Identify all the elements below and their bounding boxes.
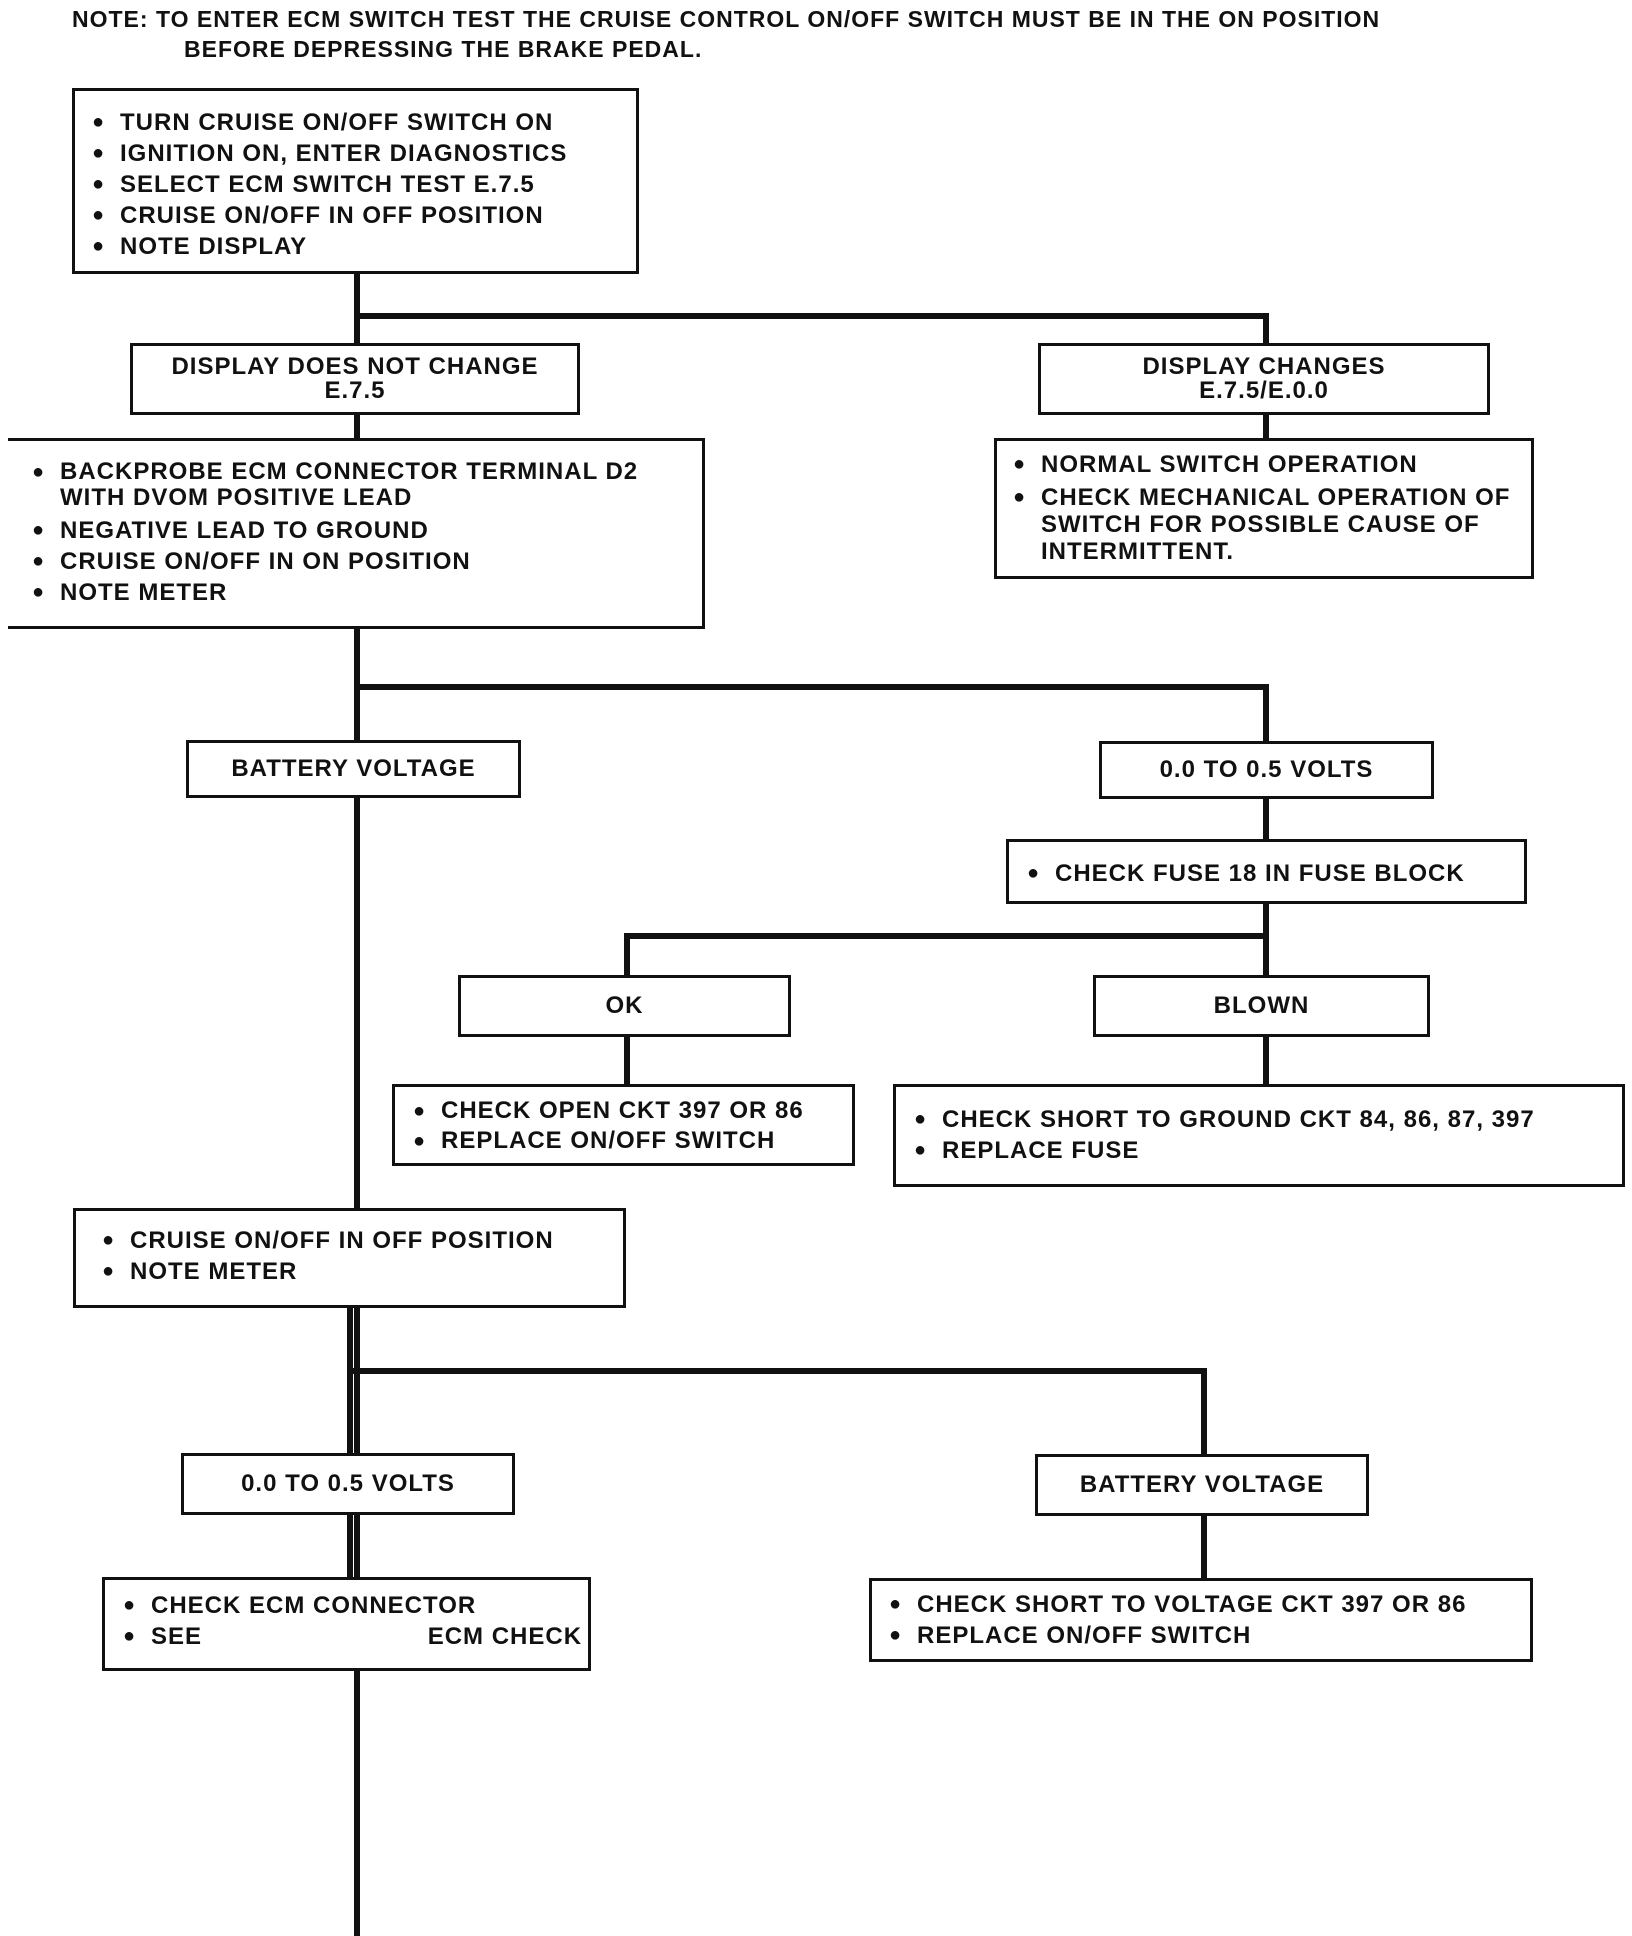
blown-box: BLOWN: [1093, 975, 1430, 1037]
connector: [347, 1368, 1207, 1374]
off-item: CRUISE ON/OFF IN OFF POSITION: [102, 1225, 623, 1256]
short-voltage-actions-box: CHECK SHORT TO VOLTAGE CKT 397 OR 86 REP…: [869, 1578, 1533, 1662]
connector: [354, 313, 1269, 319]
backprobe-item: NEGATIVE LEAD TO GROUND: [32, 515, 692, 546]
connector: [347, 1513, 353, 1583]
check-fuse-item: CHECK FUSE 18 IN FUSE BLOCK: [1027, 858, 1524, 889]
connector: [1263, 795, 1269, 840]
step-item: NOTE DISPLAY: [92, 231, 636, 262]
connector: [1263, 684, 1269, 744]
battery-voltage-box-1: BATTERY VOLTAGE: [186, 740, 521, 798]
connector: [624, 933, 1269, 939]
normal-item: CHECK MECHANICAL OPERATION OF SWITCH FOR…: [1013, 484, 1517, 565]
see-text: SEE: [151, 1623, 203, 1650]
low-volts-label-1: 0.0 TO 0.5 VOLTS: [1159, 756, 1374, 783]
start-steps-box: TURN CRUISE ON/OFF SWITCH ON IGNITION ON…: [72, 88, 639, 274]
backprobe-item: NOTE METER: [32, 577, 692, 608]
note-line-2: BEFORE DEPRESSING THE BRAKE PEDAL.: [184, 36, 703, 62]
connector: [1263, 900, 1269, 980]
display-no-change-line2: E.7.5: [324, 377, 386, 404]
short-voltage-item: CHECK SHORT TO VOLTAGE CKT 397 OR 86: [889, 1589, 1530, 1620]
blown-action-item: CHECK SHORT TO GROUND CKT 84, 86, 87, 39…: [914, 1104, 1622, 1135]
display-changes-line1: DISPLAY CHANGES: [1142, 353, 1386, 380]
connector: [354, 272, 360, 352]
low-volts-label-2: 0.0 TO 0.5 VOLTS: [241, 1470, 455, 1497]
display-no-change-line1: DISPLAY DOES NOT CHANGE: [171, 353, 539, 380]
ecm-check-reference: ECM CHECK: [427, 1623, 583, 1650]
ok-action-item: CHECK OPEN CKT 397 OR 86: [413, 1096, 852, 1126]
blown-label: BLOWN: [1213, 992, 1310, 1019]
blown-actions-box: CHECK SHORT TO GROUND CKT 84, 86, 87, 39…: [893, 1084, 1625, 1187]
connector: [354, 412, 360, 442]
connector: [1201, 1368, 1207, 1458]
display-changes-box: DISPLAY CHANGES E.7.5/E.0.0: [1038, 343, 1490, 415]
connector: [347, 1302, 353, 1457]
normal-item: NORMAL SWITCH OPERATION: [1013, 449, 1517, 480]
step-item: IGNITION ON, ENTER DIAGNOSTICS: [92, 138, 636, 169]
short-voltage-item: REPLACE ON/OFF SWITCH: [889, 1620, 1530, 1651]
step-item: TURN CRUISE ON/OFF SWITCH ON: [92, 107, 636, 138]
ok-label: OK: [605, 992, 644, 1019]
battery-voltage-label-1: BATTERY VOLTAGE: [231, 755, 476, 782]
backprobe-item: BACKPROBE ECM CONNECTOR TERMINAL D2 WITH…: [32, 459, 692, 511]
ecm-action-item: SEE ECM CHECK: [123, 1621, 588, 1652]
connector: [1263, 412, 1269, 442]
header-note: NOTE: TO ENTER ECM SWITCH TEST THE CRUIS…: [72, 4, 1612, 64]
check-fuse-box: CHECK FUSE 18 IN FUSE BLOCK: [1006, 839, 1527, 904]
ok-actions-box: CHECK OPEN CKT 397 OR 86 REPLACE ON/OFF …: [392, 1084, 855, 1166]
normal-operation-box: NORMAL SWITCH OPERATION CHECK MECHANICAL…: [994, 438, 1534, 579]
ok-box: OK: [458, 975, 791, 1037]
cruise-off-box: CRUISE ON/OFF IN OFF POSITION NOTE METER: [73, 1208, 626, 1308]
low-volts-box-2: 0.0 TO 0.5 VOLTS: [181, 1453, 515, 1515]
connector: [624, 933, 630, 978]
ecm-action-item: CHECK ECM CONNECTOR: [123, 1590, 588, 1621]
battery-voltage-box-2: BATTERY VOLTAGE: [1035, 1454, 1369, 1516]
off-item: NOTE METER: [102, 1256, 623, 1287]
backprobe-item: CRUISE ON/OFF IN ON POSITION: [32, 546, 692, 577]
connector: [624, 1033, 630, 1088]
step-item: CRUISE ON/OFF IN OFF POSITION: [92, 200, 636, 231]
ok-action-item: REPLACE ON/OFF SWITCH: [413, 1126, 852, 1156]
blown-action-item: REPLACE FUSE: [914, 1135, 1622, 1166]
ecm-actions-box: CHECK ECM CONNECTOR SEE ECM CHECK: [102, 1577, 591, 1671]
low-volts-box-1: 0.0 TO 0.5 VOLTS: [1099, 741, 1434, 799]
connector: [1201, 1513, 1207, 1583]
note-line-1: NOTE: TO ENTER ECM SWITCH TEST THE CRUIS…: [72, 6, 1381, 32]
connector: [1263, 1033, 1269, 1088]
battery-voltage-label-2: BATTERY VOLTAGE: [1079, 1471, 1325, 1498]
step-item: SELECT ECM SWITCH TEST E.7.5: [92, 169, 636, 200]
connector: [354, 684, 1269, 690]
backprobe-box: BACKPROBE ECM CONNECTOR TERMINAL D2 WITH…: [8, 438, 705, 629]
display-changes-line2: E.7.5/E.0.0: [1199, 377, 1329, 404]
connector: [1263, 313, 1269, 353]
display-does-not-change-box: DISPLAY DOES NOT CHANGE E.7.5: [130, 343, 580, 415]
